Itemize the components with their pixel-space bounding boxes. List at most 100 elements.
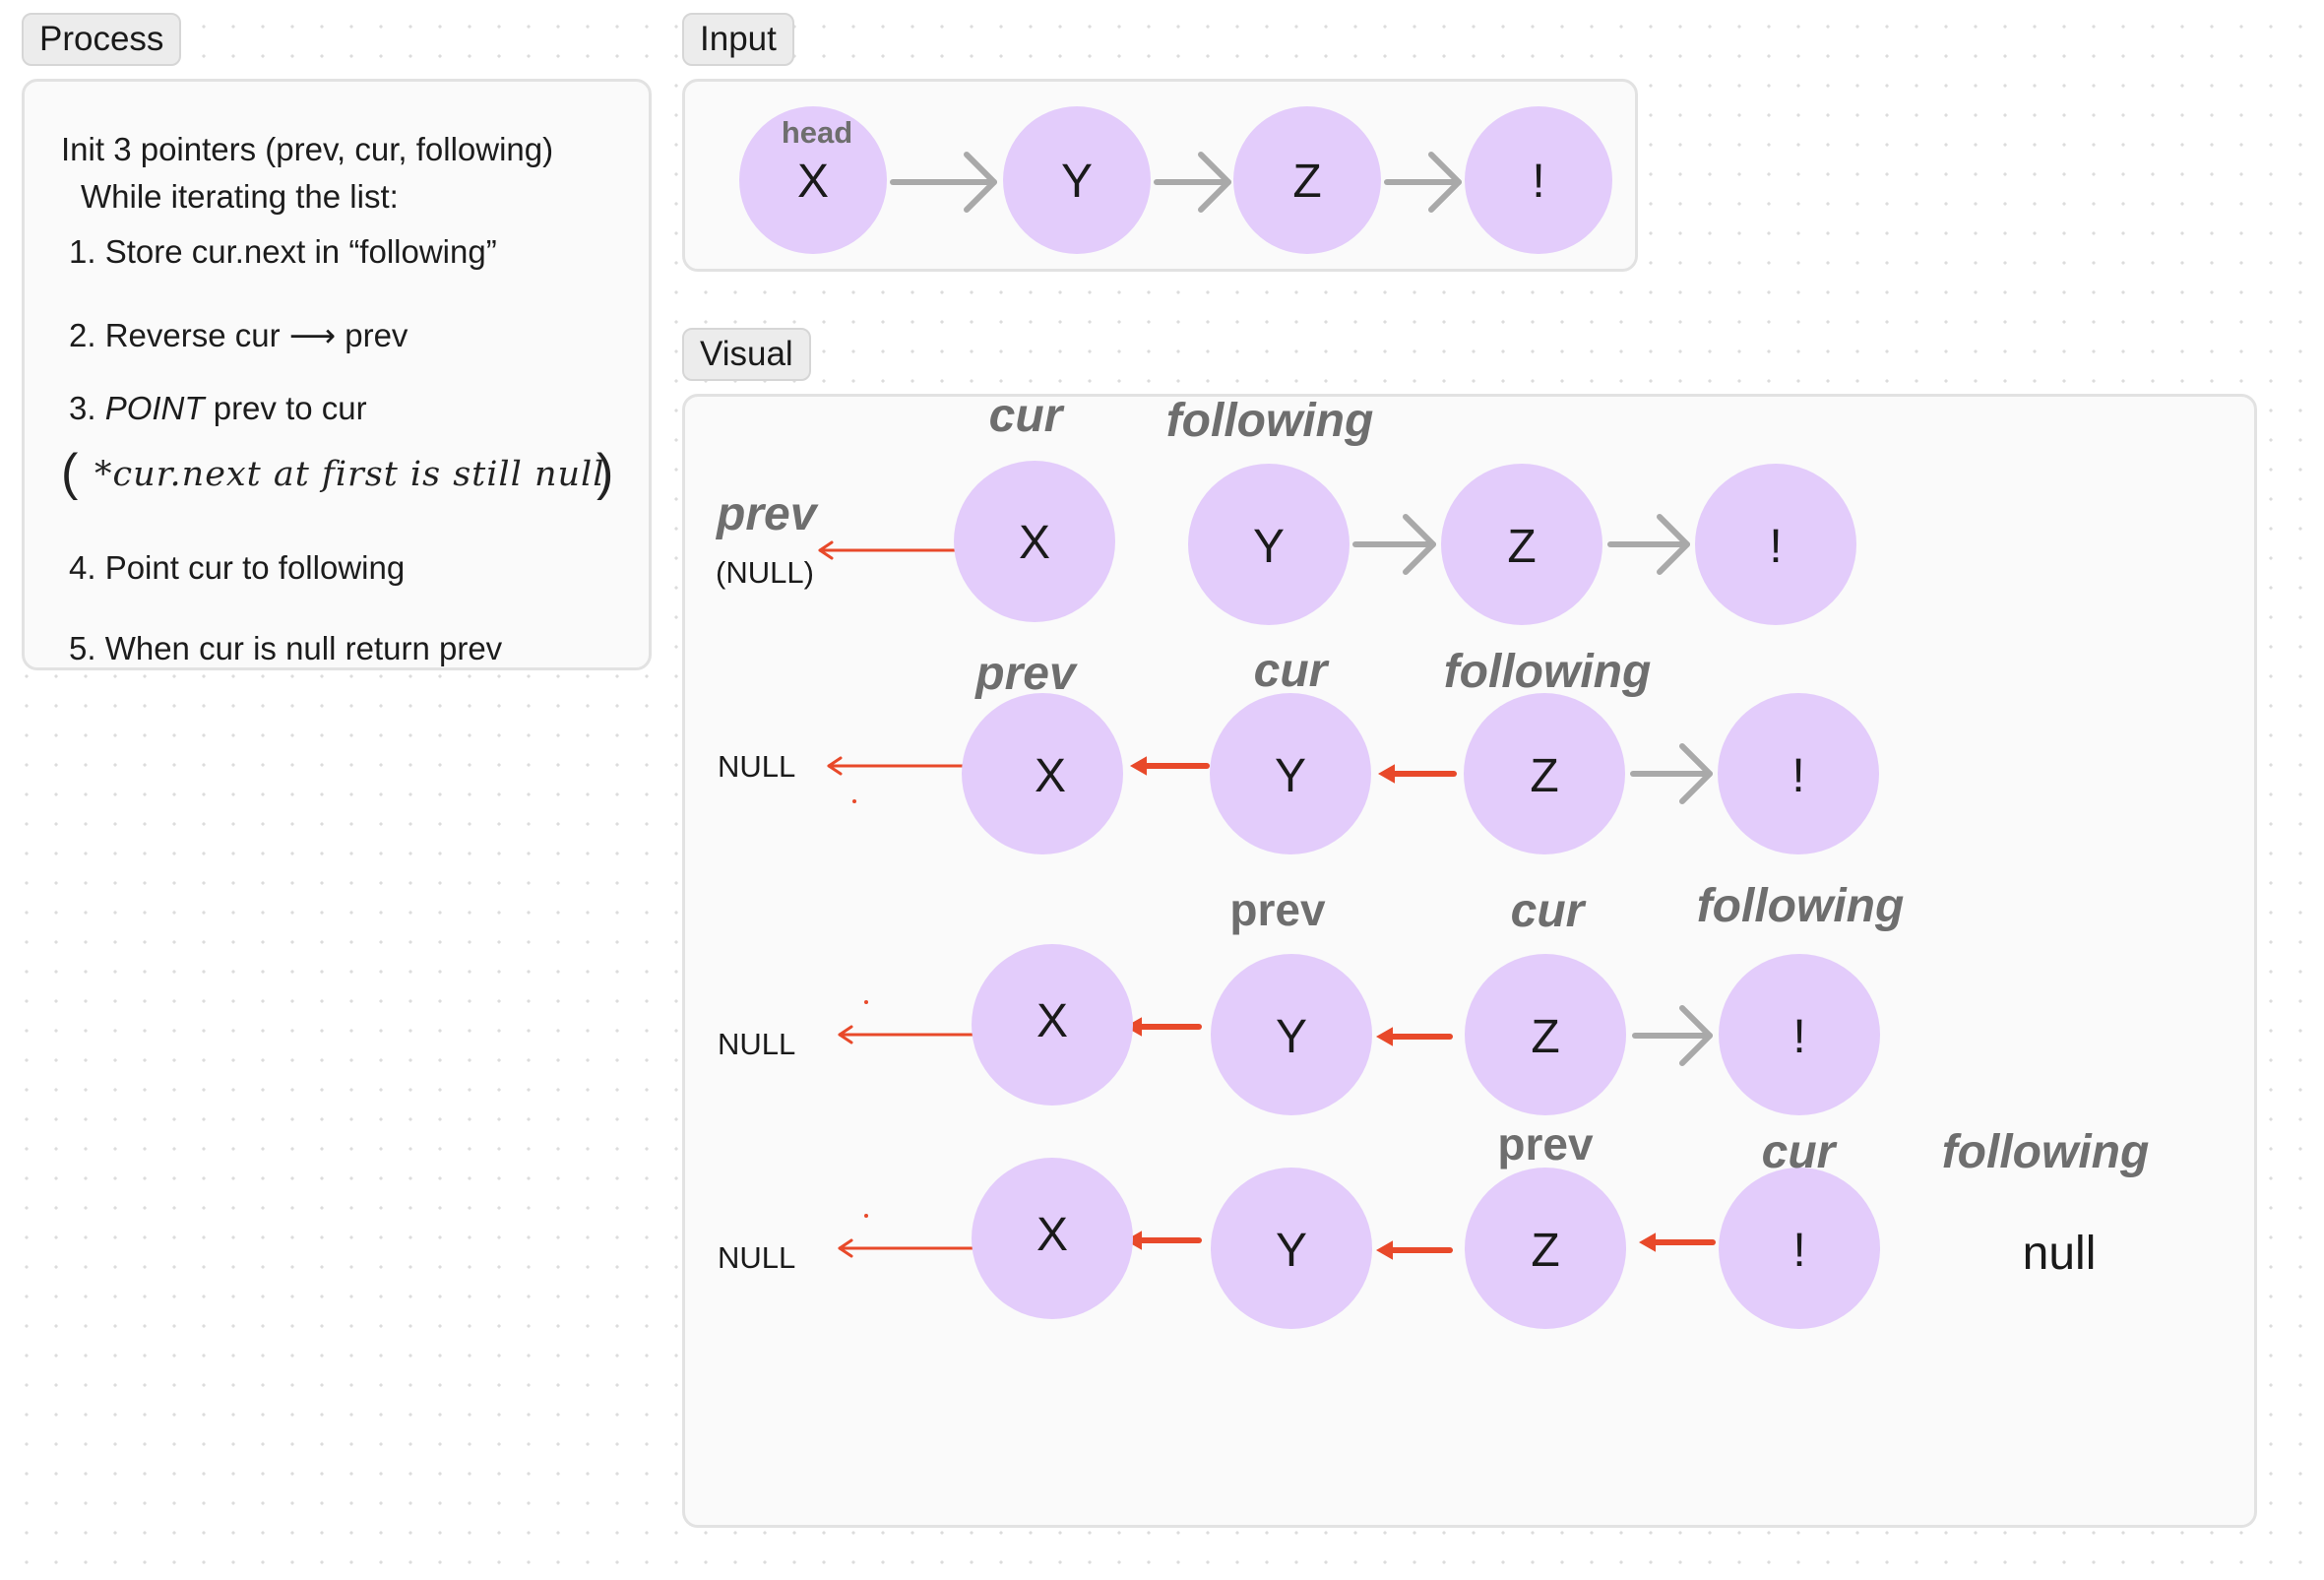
row3-cur-label: cur xyxy=(1511,885,1587,937)
row3-following-label: following xyxy=(1697,880,1905,932)
row2-arrow-z-bang xyxy=(1630,743,1713,804)
process-step-5: 5. When cur is null return prev xyxy=(69,630,503,666)
row1-null-text: (NULL) xyxy=(716,555,814,590)
visual-tag: Visual xyxy=(682,328,811,381)
row2-node-z xyxy=(1464,693,1625,854)
row4-node-bang-label: ! xyxy=(1792,1225,1805,1277)
row2-arrow-to-null xyxy=(827,756,970,776)
row2-arrow-y-x xyxy=(1129,756,1210,776)
row2-node-z-label: Z xyxy=(1530,750,1558,802)
row1-node-y xyxy=(1188,464,1350,625)
row4-arrow-bang-z xyxy=(1638,1232,1716,1252)
process-line-init: Init 3 pointers (prev, cur, following) xyxy=(61,131,554,167)
process-tag: Process xyxy=(22,13,182,66)
row3-node-y-label: Y xyxy=(1276,1011,1307,1063)
row2-node-x xyxy=(962,693,1123,854)
row1-arrow-y-z xyxy=(1352,514,1436,575)
row1-node-x xyxy=(954,461,1115,622)
row3-node-x xyxy=(972,944,1133,1106)
row4-node-x xyxy=(972,1158,1133,1319)
process-step-3-rest: prev to cur xyxy=(213,390,367,426)
row4-node-z xyxy=(1465,1168,1626,1329)
gray-arrows xyxy=(890,152,1713,1066)
row3-null-text: NULL xyxy=(718,1027,795,1061)
thick-red-arrows xyxy=(1124,756,1716,1260)
input-node-bang-label: ! xyxy=(1532,156,1544,208)
row1-node-z xyxy=(1441,464,1602,625)
row1-following-label: following xyxy=(1166,395,1374,447)
input-list: head X Y Z ! xyxy=(739,106,1612,254)
input-node-bang xyxy=(1465,106,1612,254)
process-line-while: While iterating the list: xyxy=(81,178,399,215)
row2-null-text: NULL xyxy=(718,749,795,784)
process-note: *cur.next at first is still null xyxy=(94,455,605,494)
row3-arrow-z-bang xyxy=(1632,1005,1713,1066)
row3-node-y xyxy=(1211,954,1372,1115)
row4-null-text: NULL xyxy=(718,1240,795,1275)
input-arrow-z-bang xyxy=(1384,152,1462,213)
note-open-paren: ( xyxy=(61,444,79,501)
row3-node-x-label: X xyxy=(1036,995,1068,1047)
input-arrow-x-y xyxy=(890,152,997,213)
row2-cur-label: cur xyxy=(1254,645,1330,697)
process-step-4: 4. Point cur to following xyxy=(69,549,406,586)
input-node-z-label: Z xyxy=(1292,156,1321,208)
visual-row-1: prev (NULL) X Y Z ! cur following xyxy=(715,390,1856,625)
row3-arrow-z-y xyxy=(1375,1027,1453,1046)
input-node-y xyxy=(1003,106,1151,254)
input-node-y-label: Y xyxy=(1061,156,1093,208)
process-step-3: 3. POINT prev to cur xyxy=(69,390,367,427)
process-step-1: 1. Store cur.next in “following” xyxy=(69,233,497,270)
row1-prev-label: prev xyxy=(715,488,819,540)
row3-node-z xyxy=(1465,954,1626,1115)
input-arrow-y-z xyxy=(1154,152,1231,213)
row2-node-bang-label: ! xyxy=(1791,750,1804,802)
row2-node-y xyxy=(1210,693,1371,854)
row1-arrow-z-bang xyxy=(1607,514,1690,575)
row1-node-y-label: Y xyxy=(1253,521,1285,573)
row1-node-x-label: X xyxy=(1019,517,1050,569)
row2-arrow-z-y xyxy=(1377,764,1457,784)
row4-prev-label: prev xyxy=(1497,1118,1594,1169)
row4-node-y-label: Y xyxy=(1276,1225,1307,1277)
input-tag: Input xyxy=(682,13,794,66)
visual-row-2: NULL X Y Z ! prev cur following xyxy=(718,645,1879,854)
process-step-3-number: 3. xyxy=(69,390,96,426)
process-panel xyxy=(22,79,652,670)
row1-node-z-label: Z xyxy=(1507,521,1536,573)
row4-tail-null: null xyxy=(2023,1228,2097,1280)
input-head-label: head xyxy=(782,115,852,150)
row3-node-bang-label: ! xyxy=(1792,1011,1805,1063)
input-node-z xyxy=(1233,106,1381,254)
row4-arrow-to-null xyxy=(838,1238,979,1258)
row2-node-x-label: X xyxy=(1035,750,1066,802)
row2-node-y-label: Y xyxy=(1275,750,1306,802)
row1-arrow-to-null xyxy=(818,540,963,560)
input-node-x-label: X xyxy=(797,156,829,208)
row4-node-x-label: X xyxy=(1036,1209,1068,1261)
row1-cur-label: cur xyxy=(989,390,1065,442)
row3-prev-label: prev xyxy=(1229,884,1326,935)
visual-row-3: NULL X Y Z ! prev cur following xyxy=(718,880,1904,1115)
row4-node-y xyxy=(1211,1168,1372,1329)
row2-prev-label: prev xyxy=(974,648,1078,700)
process-step-2: 2. Reverse cur ⟶ prev xyxy=(69,317,408,353)
row3-arrow-y-x xyxy=(1124,1017,1202,1037)
row3-node-bang xyxy=(1719,954,1880,1115)
row4-cur-label: cur xyxy=(1762,1126,1838,1178)
row3-arrow-to-null xyxy=(838,1025,979,1044)
row1-node-bang xyxy=(1695,464,1856,625)
row4-following-label: following xyxy=(1942,1126,2150,1178)
row2-following-label: following xyxy=(1444,646,1652,698)
process-step-3-point: POINT xyxy=(104,390,205,426)
note-close-paren: ) xyxy=(597,444,614,501)
row1-node-bang-label: ! xyxy=(1769,521,1782,573)
row3-node-z-label: Z xyxy=(1531,1011,1559,1063)
thin-red-arrows xyxy=(818,540,979,1258)
row4-node-bang xyxy=(1719,1168,1880,1329)
row4-arrow-y-x xyxy=(1124,1231,1202,1250)
input-node-x xyxy=(739,106,887,254)
visual-row-4: NULL X Y Z ! prev cur following null xyxy=(718,1118,2149,1329)
row4-node-z-label: Z xyxy=(1531,1225,1559,1277)
